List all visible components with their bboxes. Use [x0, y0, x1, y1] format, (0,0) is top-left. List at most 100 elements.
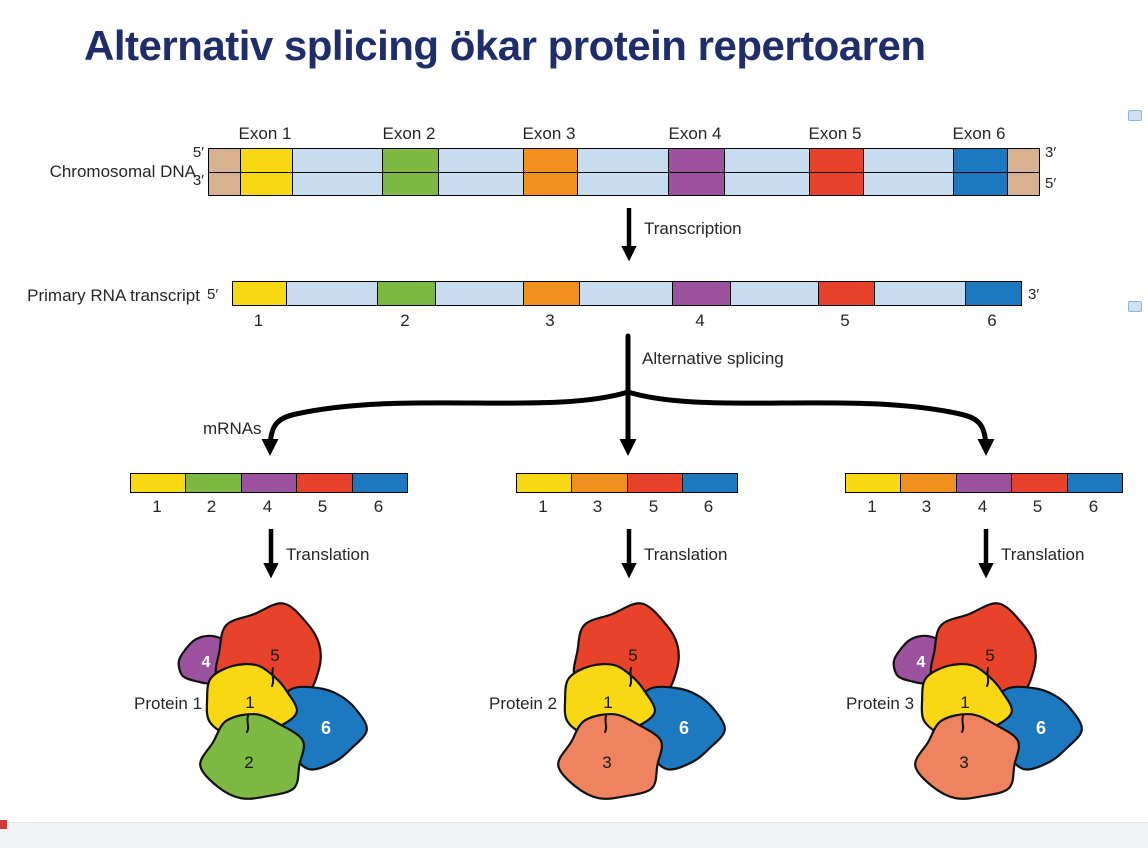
protein-1-subunit-2-blob	[199, 712, 306, 800]
rna-exon-3-number: 3	[545, 311, 555, 330]
intron-segment	[578, 282, 673, 305]
mrna-2-bar	[516, 473, 738, 493]
exon-5-heading: Exon 5	[808, 124, 862, 143]
mrna-1-exon-5-number: 5	[317, 497, 328, 516]
exon-6-segment	[351, 474, 408, 492]
intron-segment	[873, 282, 966, 305]
mrna-3-exon-4-number: 4	[977, 497, 988, 516]
mrna-1-exon-2-number: 2	[206, 497, 217, 516]
protein-crease-line	[986, 667, 990, 687]
exon-5-segment	[626, 474, 682, 492]
primary-rna-transcript-bar	[232, 281, 1022, 306]
protein-3-subunit-1-number: 1	[960, 693, 969, 712]
translation-arrow-3	[978, 529, 994, 579]
mrna-2-exon-6-number: 6	[703, 497, 714, 516]
exon-5-segment	[1011, 474, 1067, 492]
exon-3-segment	[571, 474, 627, 492]
exon-1-segment	[846, 474, 901, 492]
protein-1-subunit-1-number: 1	[245, 693, 254, 712]
protein-2-subunit-3-blob	[557, 712, 664, 800]
exon-4-segment	[240, 474, 297, 492]
mrna-1-exon-1-number: 1	[152, 497, 162, 516]
splicing-right-arrow	[625, 389, 995, 456]
protein-1-subunit-6-number: 6	[321, 718, 331, 738]
exon-4-heading: Exon 4	[668, 124, 722, 143]
protein-1-label: Protein 1	[134, 694, 203, 713]
scrollbar-marker-top[interactable]	[1128, 110, 1142, 121]
translation-arrow-1	[263, 529, 279, 579]
mrna-1-exon-4-number: 4	[262, 497, 273, 516]
dna-5prime-left-label: 5′	[192, 144, 204, 161]
protein-3-structure: 4 5 6 1 3	[892, 602, 1083, 800]
protein-crease-line	[604, 715, 608, 733]
exon-1-heading: Exon 1	[238, 124, 292, 143]
protein-1-subunit-2-number: 2	[244, 753, 253, 772]
translation-label-1: Translation	[286, 545, 370, 564]
exon-1-segment	[131, 474, 186, 492]
protein-3-subunit-6-number: 6	[1036, 718, 1046, 738]
rna-exon-5-number: 5	[840, 311, 850, 330]
primary-rna-transcript-label: Primary RNA transcript	[27, 286, 200, 305]
protein-crease-line	[271, 667, 275, 687]
protein-3-label: Protein 3	[846, 694, 915, 713]
protein-2-subunit-1-number: 1	[603, 693, 612, 712]
bottom-left-marker	[0, 820, 7, 829]
protein-3-subunit-4-number: 4	[917, 654, 926, 671]
dna-strand-divider	[209, 172, 1039, 174]
protein-3-subunit-3-blob	[914, 712, 1021, 800]
exon-5-segment	[296, 474, 352, 492]
exon-2-heading: Exon 2	[382, 124, 436, 143]
rna-5prime-label: 5′	[207, 286, 219, 303]
mrna-3-exon-6-number: 6	[1088, 497, 1099, 516]
mrna-3-exon-1-number: 1	[867, 497, 877, 516]
protein-2-label: Protein 2	[489, 694, 558, 713]
exon-1-segment	[517, 474, 572, 492]
protein-2-subunit-5-number: 5	[628, 646, 637, 665]
exon-6-segment	[681, 474, 737, 492]
protein-3-subunit-5-number: 5	[985, 646, 994, 665]
intron-segment	[285, 282, 378, 305]
protein-3-subunit-3-number: 3	[959, 753, 968, 772]
dna-3prime-right-label: 3′	[1045, 144, 1057, 161]
rna-3prime-label: 3′	[1028, 286, 1040, 303]
rna-exon-1-number: 1	[253, 311, 264, 330]
mrna-2-exon-3-number: 3	[592, 497, 603, 516]
exon-4-segment	[672, 282, 731, 305]
scrollbar-marker-bottom[interactable]	[1128, 301, 1142, 312]
mrna-2-exon-1-number: 1	[538, 497, 548, 516]
alternative-splicing-label: Alternative splicing	[642, 349, 784, 368]
mrnas-label: mRNAs	[203, 419, 262, 438]
mrna-2-exon-5-number: 5	[648, 497, 659, 516]
protein-1-subunit-5-number: 5	[270, 646, 279, 665]
rna-exon-4-number: 4	[695, 311, 705, 330]
mrna-1-exon-6-number: 6	[373, 497, 384, 516]
protein-crease-line	[961, 715, 965, 733]
dna-3prime-left-label: 3′	[192, 172, 204, 189]
protein-crease-line	[246, 715, 250, 733]
mrna-3-exon-3-number: 3	[921, 497, 932, 516]
rna-exon-6-number: 6	[987, 311, 997, 330]
chromosomal-dna-label: Chromosomal DNA	[49, 162, 196, 181]
mrna-1-bar	[130, 473, 408, 493]
transcription-arrow	[621, 208, 637, 262]
transcription-label: Transcription	[644, 219, 742, 238]
dna-5prime-right-label: 5′	[1045, 175, 1057, 192]
protein-1-subunit-4-number: 4	[202, 654, 211, 671]
exon-3-segment	[900, 474, 956, 492]
exon-1-segment	[233, 282, 286, 305]
chromosomal-dna-bar	[208, 148, 1040, 196]
protein-2-subunit-6-number: 6	[679, 718, 689, 738]
intron-segment	[730, 282, 818, 305]
protein-2-structure: 5 6 1 3	[557, 602, 726, 800]
exon-3-heading: Exon 3	[522, 124, 576, 143]
splicing-left-arrow	[261, 389, 631, 456]
exon-6-heading: Exon 6	[952, 124, 1006, 143]
protein-1-structure: 4 5 6 1 2	[177, 602, 368, 800]
mrna-3-bar	[845, 473, 1123, 493]
translation-arrow-2	[621, 529, 637, 579]
exon-2-segment	[185, 474, 241, 492]
exon-4-segment	[955, 474, 1012, 492]
exon-3-segment	[522, 282, 579, 305]
protein-2-subunit-3-number: 3	[602, 753, 611, 772]
